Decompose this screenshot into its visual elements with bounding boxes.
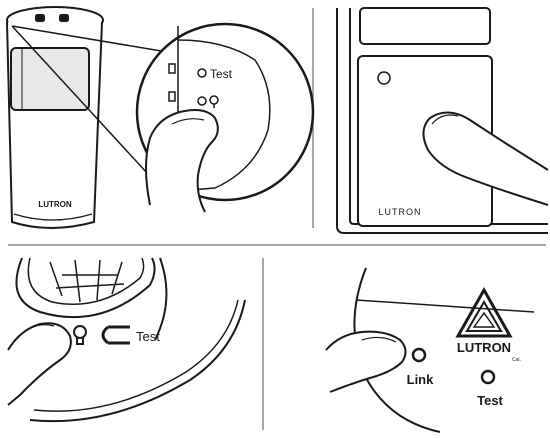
test-led-icon (197, 68, 207, 78)
lightbulb-icon (209, 95, 219, 108)
zoom-test-label: Test (210, 67, 233, 81)
status-led-icon (377, 71, 391, 85)
housing-edge-outer (29, 299, 246, 423)
fingernail-icon (171, 118, 205, 125)
panel-top-right: LUTRON (336, 7, 549, 234)
finger-pressing-icon (422, 111, 549, 206)
seam-line (355, 299, 535, 313)
fingernail-icon (25, 324, 55, 331)
link-label: Link (407, 372, 434, 387)
panel-bottom-left: Test (7, 257, 246, 423)
sensor-face (15, 257, 168, 341)
finger-pressing-icon (325, 330, 407, 393)
test-button-icon (101, 325, 130, 345)
test-label: Test (477, 393, 503, 408)
test-led-icon (480, 369, 496, 385)
link-led-icon (197, 96, 207, 106)
fingernail-icon (431, 114, 459, 125)
wallplate-brand-label: LUTRON (378, 207, 421, 217)
test-label: Test (136, 329, 160, 344)
lutron-logo-icon (455, 286, 513, 338)
sensor-body (6, 6, 104, 229)
fingernail-icon (361, 336, 397, 343)
lightbulb-icon (73, 325, 87, 345)
finger-pressing-icon (7, 322, 72, 406)
panel-bottom-right: LUTRON Cal. Link Test (325, 267, 535, 433)
link-led-icon (411, 347, 427, 363)
panel-top-left: LUTRON Test (6, 6, 315, 229)
finger-pressing-icon (145, 109, 219, 213)
cert-mark: Cal. (512, 357, 521, 363)
brand-logo-text: LUTRON (457, 340, 511, 355)
housing-edge-inner (33, 299, 239, 412)
sensor-brand-label: LUTRON (38, 200, 72, 209)
zoom-callout-lines (11, 25, 186, 199)
